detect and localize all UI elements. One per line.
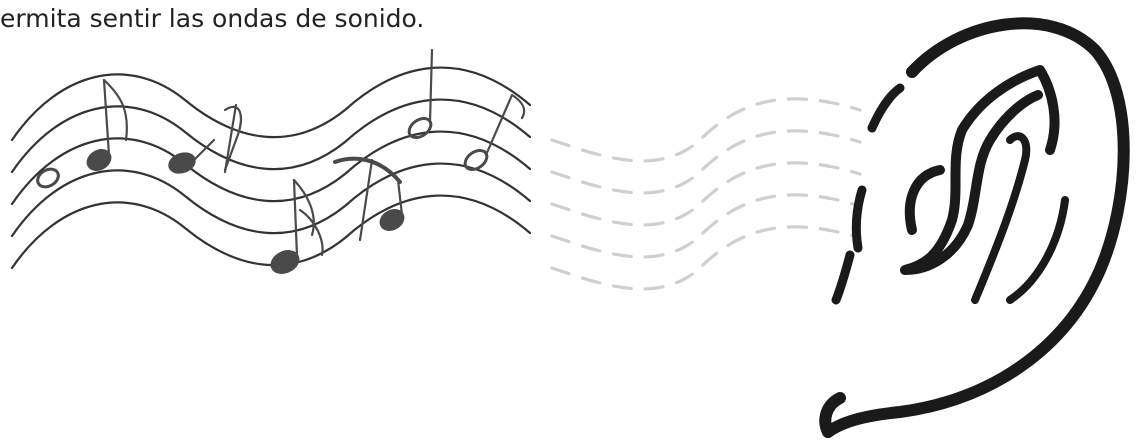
ear-helix-dash-2 [836, 255, 850, 300]
staff-line-5 [12, 196, 530, 268]
sound-wave-1 [552, 99, 860, 161]
sound-wave-2 [552, 131, 860, 193]
ear-outer-rim [828, 23, 1124, 432]
note-stem [104, 80, 109, 155]
note-head-hollow [462, 147, 491, 174]
note-stem [360, 160, 372, 240]
ear-rim-inner-start [872, 88, 900, 128]
note-beam [335, 159, 400, 182]
sound-wave-4 [552, 195, 860, 257]
sound-wave-5 [552, 227, 860, 289]
ear-icon [825, 23, 1123, 432]
note-stem [486, 95, 512, 155]
sound-waves-icon [552, 99, 860, 289]
staff-line-1 [12, 68, 530, 140]
note-stem [294, 180, 297, 256]
ear-concha [910, 170, 940, 230]
staff-line-4 [12, 164, 530, 236]
note-head-hollow [34, 166, 61, 191]
ear-helix-dash-1 [856, 190, 862, 248]
note-flag [300, 210, 323, 255]
sound-wave-3 [552, 163, 860, 225]
ear-back-rim [1010, 200, 1065, 300]
note-stem [430, 50, 432, 122]
